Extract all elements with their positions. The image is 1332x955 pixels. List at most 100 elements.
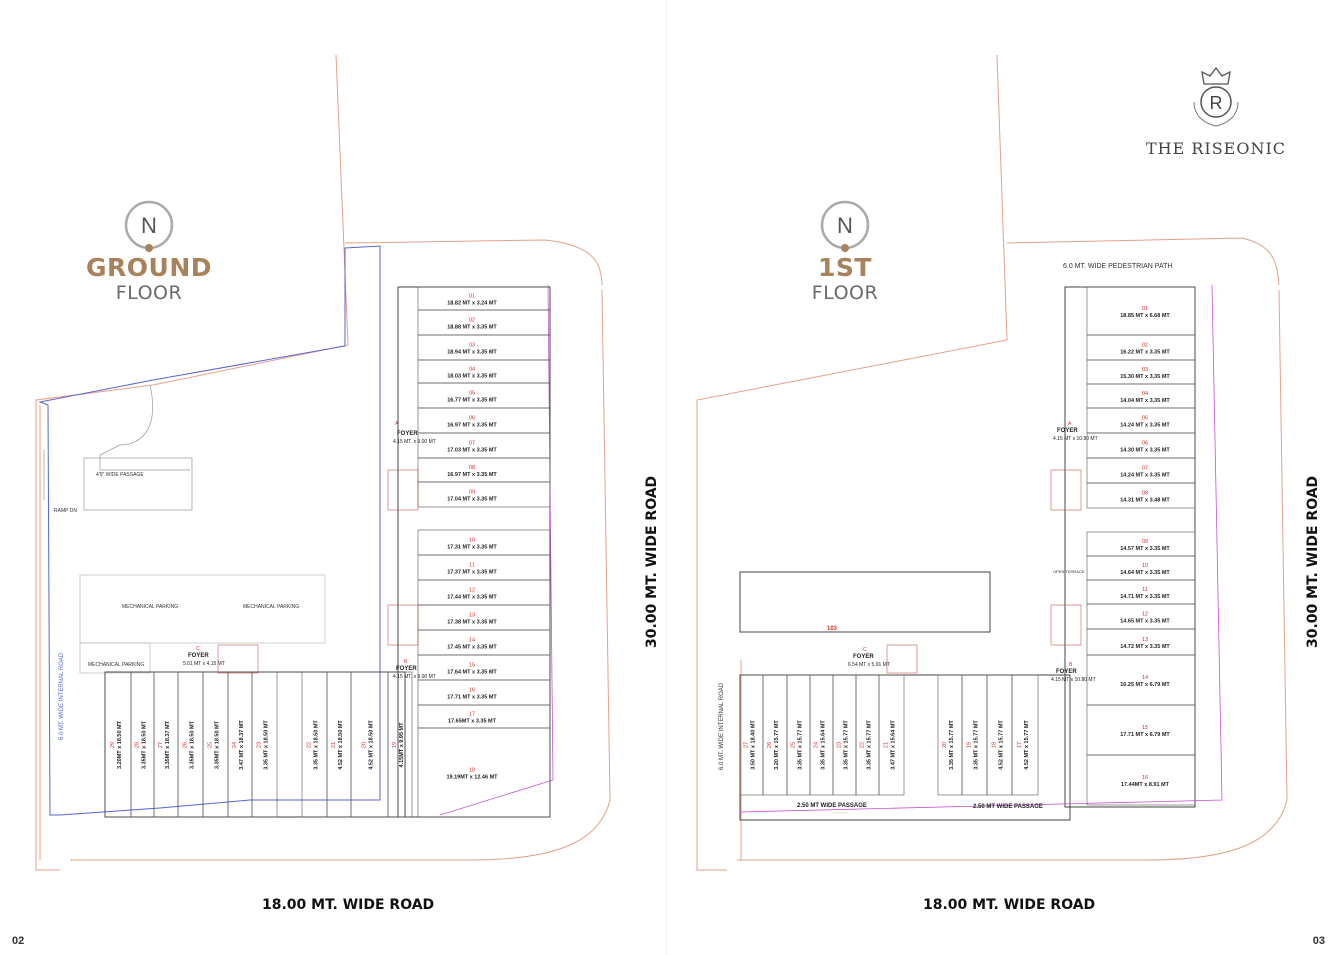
shop-number: 19 [967, 742, 973, 748]
shop-number: 12 [469, 588, 475, 594]
shop-size: 19.19MT x 12.46 MT [446, 775, 498, 781]
shop-number: 26 [767, 742, 773, 748]
shop-23 [251, 671, 278, 818]
shop-size: 18.82 MT x 3.24 MT [447, 301, 497, 307]
first-floor-plan: 6.0 MT. WIDE PEDESTRIAN PATH 6.0 MT. WID… [696, 54, 1288, 871]
ground-floor-plan: 4'9" WIDE PASSAGE RAMP DN MECHANICAL PAR… [35, 54, 611, 871]
shop-size: 17.44 MT x 3.35 MT [447, 595, 497, 601]
shop-size: 18.94 MT x 3.35 MT [447, 350, 497, 356]
shop-number: 09 [1142, 539, 1148, 545]
ground-floor-page: 4'9" WIDE PASSAGE RAMP DN MECHANICAL PAR… [12, 54, 660, 947]
shop-14 [417, 629, 551, 656]
floor-title-main: GROUND [86, 253, 212, 282]
foyer-a-label: FOYER [397, 431, 418, 437]
shop-01 [417, 286, 551, 311]
shop-number: 10 [469, 538, 475, 544]
foyer-b-label: FOYER [1056, 669, 1077, 675]
shop-10 [417, 529, 551, 556]
shop-number: 12 [1142, 612, 1148, 618]
shop-number: 01 [469, 294, 475, 300]
page-number: 02 [12, 935, 25, 947]
shop-number: 15 [469, 663, 475, 669]
shop-size: 3.35MT x 18.37 MT [165, 720, 171, 769]
shop-size: 3.35 MT x 15.64 MT [821, 720, 827, 770]
shop-size: 3.35 MT x 15.77 MT [798, 720, 804, 770]
shop-number: 09 [469, 490, 475, 496]
shop-number: 01 [1142, 306, 1148, 312]
shop-size: 17.31 MT x 3.35 MT [447, 545, 497, 551]
shop-09 [417, 481, 551, 508]
brand-monogram: R [1210, 93, 1223, 113]
shop-size: 3.47 MT x 18.37 MT [239, 720, 245, 770]
shop-number: 05 [469, 391, 475, 397]
shop-size: 3.35 MT x 18.50 MT [264, 720, 270, 770]
shop-number: 14 [469, 638, 475, 644]
shop-17 [417, 704, 551, 729]
mech-parking-3: MECHANICAL PARKING [88, 662, 144, 668]
foyer-c-size: 6.54 MT x 5.91 MT [848, 662, 890, 668]
shop-size: 17.65MT x 3.35 MT [448, 719, 497, 725]
shop-size: 3.35 MT x 18.50 MT [314, 720, 320, 770]
shop-11 [417, 554, 551, 581]
shop-size: 17.71 MT x 6.79 MT [1120, 732, 1170, 738]
shop-size: 3.50 MT x 18.40 MT [751, 720, 757, 770]
shop-number: 11 [469, 563, 475, 569]
shop-number: 28 [135, 742, 141, 748]
first-floor-page: 6.0 MT. WIDE PEDESTRIAN PATH 6.0 MT. WID… [666, 0, 1332, 955]
shop-number: 15 [1142, 725, 1148, 731]
shop-number: 07 [469, 441, 475, 447]
floor-title: GROUND FLOOR [80, 255, 218, 303]
shop-size: 4.15MT x 9.95 MT [399, 722, 405, 768]
shop-number: 07 [1142, 466, 1148, 472]
shop-number: 23 [257, 742, 263, 748]
foyer-a-label: FOYER [1057, 428, 1078, 434]
shop-size: 14.71 MT x 3.35 MT [1120, 594, 1170, 600]
mech-parking-2: MECHANICAL PARKING [243, 604, 299, 610]
shop-number: 14 [1142, 675, 1148, 681]
shop-16 [1086, 754, 1196, 806]
shop-size: 17.38 MT x 3.35 MT [447, 620, 497, 626]
shop-number: 20 [942, 742, 948, 748]
shop-number: 21 [884, 742, 890, 748]
shop-size: 14.64 MT x 3.35 MT [1120, 570, 1170, 576]
shop-size: 17.37 MT x 3.35 MT [447, 570, 497, 576]
shop-21 [878, 674, 905, 796]
shop-number: 17 [469, 712, 475, 718]
internal-road-label: 6.0 MT. WIDE INTERNAL ROAD [719, 682, 725, 770]
floor-title-main: 1ST [818, 253, 872, 282]
shop-06 [417, 407, 551, 434]
shop-number: 08 [1142, 491, 1148, 497]
shop-number: 04 [469, 367, 475, 373]
shop-size: 17.71 MT x 3.35 MT [447, 695, 497, 701]
side-road-label: 30.00 MT. WIDE ROAD [1305, 475, 1321, 648]
shop-number: 17 [1017, 742, 1023, 748]
compass-letter: N [141, 213, 157, 238]
shop-number: 29 [110, 742, 116, 748]
foyer-a-id: A [1068, 421, 1072, 427]
site-blue-line [38, 245, 381, 816]
shop-number: 05 [1142, 416, 1148, 422]
shop-16 [417, 679, 551, 706]
shop-size: 4.52 MT x 15.77 MT [1024, 720, 1030, 770]
foyer-b-id: B [404, 659, 408, 665]
site-boundary [696, 54, 1288, 871]
shop-12 [417, 579, 551, 606]
wide-passage-2: 2.50 MT WIDE PASSAGE [973, 804, 1043, 810]
shop-size: 17.04 MT x 3.35 MT [447, 497, 497, 503]
shop-number: 22 [860, 742, 866, 748]
brand-logo: R THE RISEONIC [1141, 62, 1291, 158]
page-number: 03 [1312, 935, 1325, 947]
shop-number: 03 [1142, 367, 1148, 373]
internal-road-label: 6.0 MT. WIDE INTERNAL ROAD [59, 652, 65, 740]
shop-number: 11 [1142, 587, 1148, 593]
shop-size: 4.52 MT x 15.77 MT [999, 720, 1005, 770]
shop-size: 18.85 MT x 6.68 MT [1120, 313, 1170, 319]
bottom-road-label: 18.00 MT. WIDE ROAD [262, 897, 435, 913]
shop-size: 16.22 MT x 3.35 MT [1120, 350, 1170, 356]
shop-size: 3.47 MT x 15.64 MT [891, 720, 897, 770]
shop-size: 17.64 MT x 3.35 MT [447, 670, 497, 676]
shop-number: 20 [362, 742, 368, 748]
shop-number: 19 [392, 742, 398, 748]
